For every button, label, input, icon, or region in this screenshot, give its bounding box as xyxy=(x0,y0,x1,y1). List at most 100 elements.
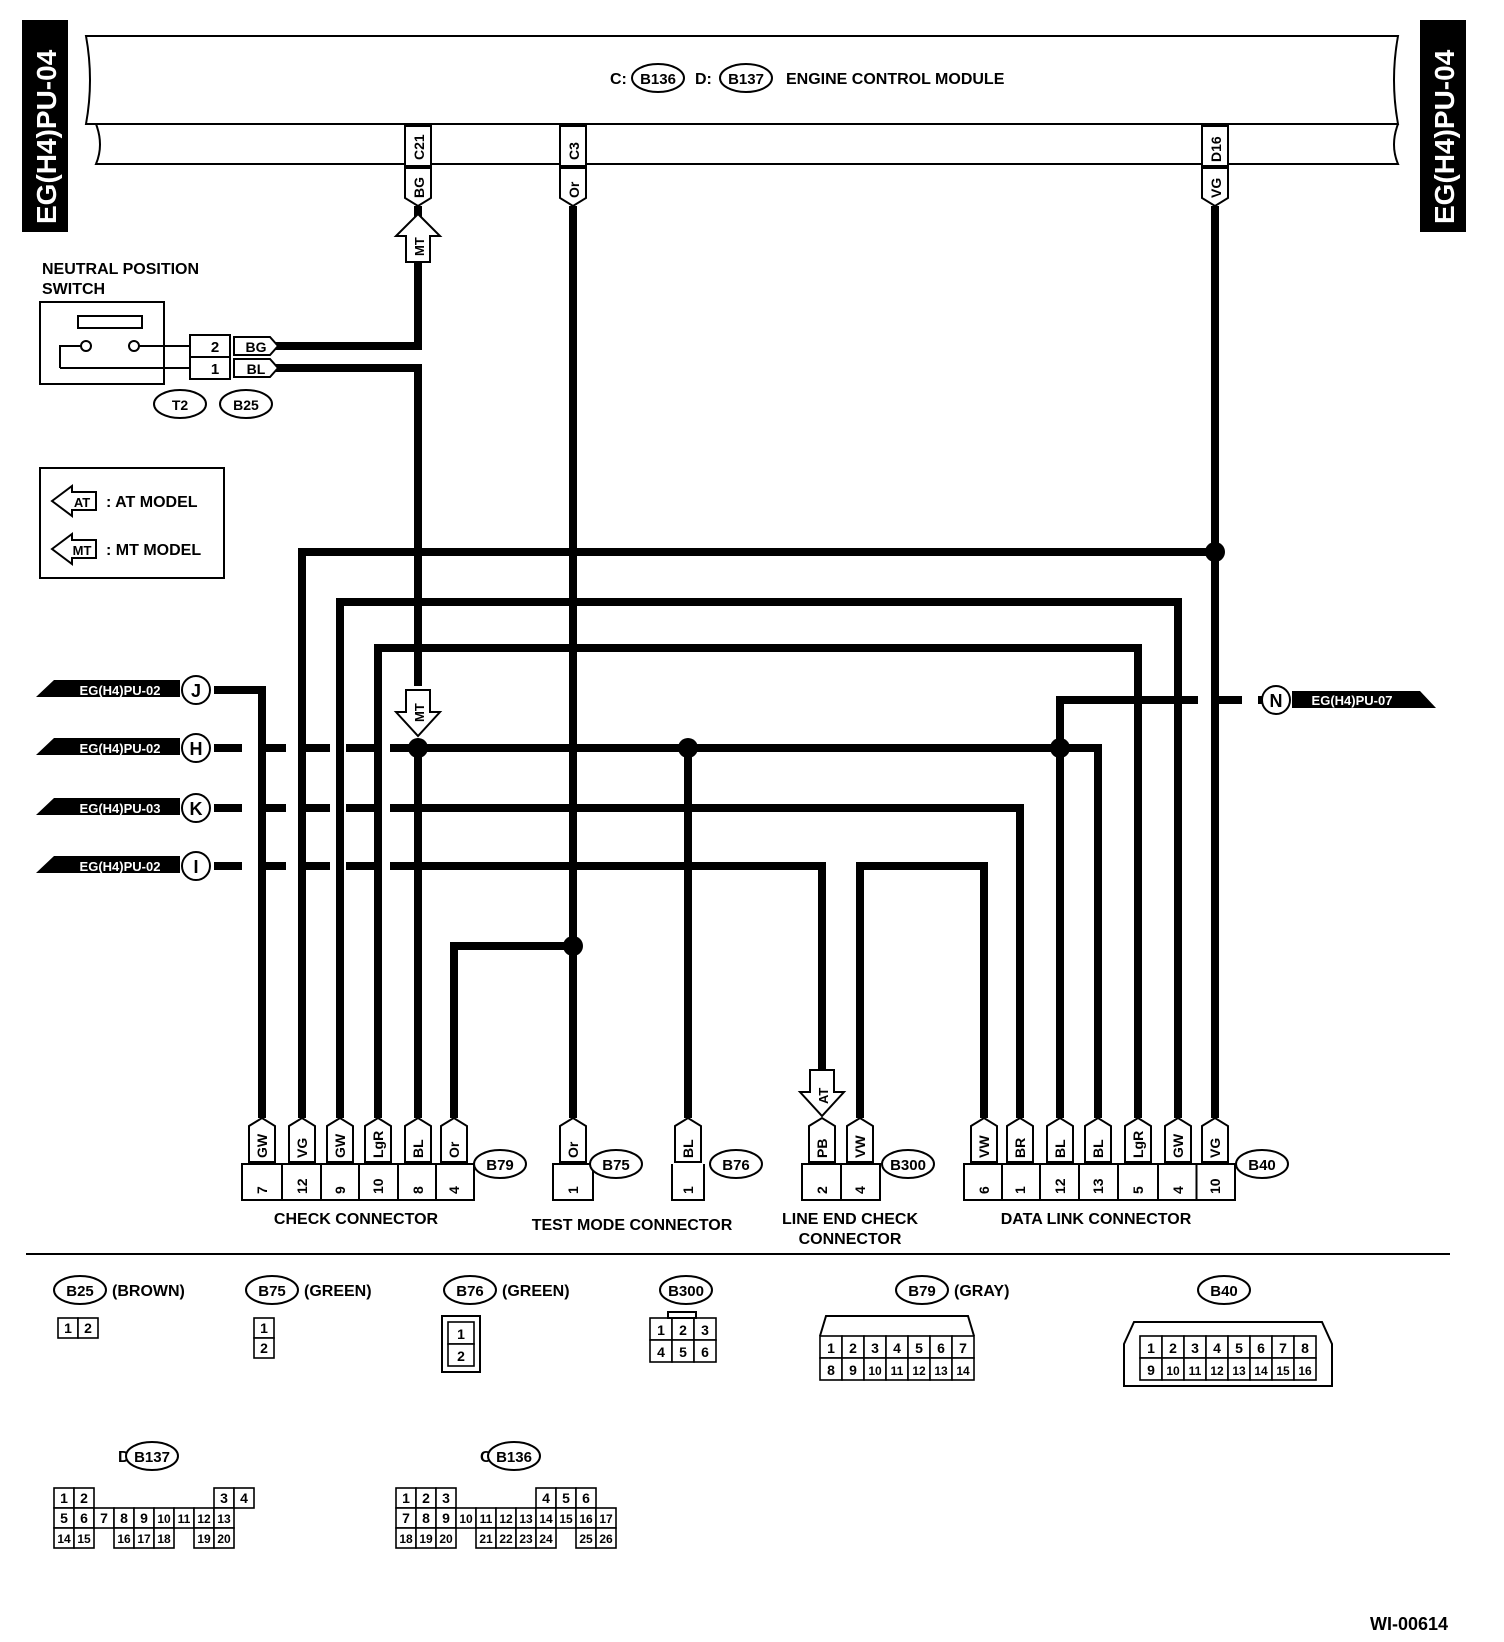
face-view-id-oval xyxy=(659,1275,713,1305)
connector-name: DATA LINK CONNECTOR xyxy=(1001,1211,1192,1228)
ecm-pin-c21: C21 BG xyxy=(404,125,432,208)
svg-text:2: 2 xyxy=(211,339,219,356)
face-cell-number: 19 xyxy=(197,1532,211,1546)
pin-color-label: GW xyxy=(1170,1133,1186,1158)
pin-number-label: 2 xyxy=(814,1186,830,1194)
connector-id: B300 xyxy=(890,1157,926,1174)
face-cell xyxy=(535,1527,557,1549)
face-cell-number: 1 xyxy=(657,1322,665,1338)
face-cell-number: 13 xyxy=(217,1512,231,1526)
face-cell-number: 14 xyxy=(539,1512,553,1526)
pin-color-tab xyxy=(248,1116,276,1163)
face-cell-number: 1 xyxy=(60,1490,68,1506)
connector-id-oval xyxy=(881,1149,935,1179)
face-cell-number: 2 xyxy=(849,1340,857,1356)
face-cell-number: 21 xyxy=(479,1532,493,1546)
pin-number-label: 4 xyxy=(446,1186,462,1194)
face-cell-number: 11 xyxy=(178,1512,191,1526)
face-cell xyxy=(693,1339,717,1363)
face-cell xyxy=(595,1527,617,1549)
mt-arrow-top: MT xyxy=(393,212,443,263)
figure-id: WI-00614 xyxy=(1370,1614,1448,1634)
face-cell-number: 23 xyxy=(519,1532,533,1546)
pin-color-label: BL xyxy=(1052,1139,1068,1158)
face-cell-number: 15 xyxy=(559,1512,573,1526)
pin-number-label: 6 xyxy=(976,1186,992,1194)
face-view-id: B137 xyxy=(134,1449,170,1466)
ecm-title: ENGINE CONTROL MODULE xyxy=(786,71,1005,88)
face-cell-number: 2 xyxy=(422,1490,430,1506)
nps-title-2: SWITCH xyxy=(42,281,105,298)
pin-color-label: PB xyxy=(814,1139,830,1158)
offpage-i: EG(H4)PU-02 I xyxy=(36,851,211,881)
face-cell-number: 4 xyxy=(240,1490,248,1506)
pin-number-label: 8 xyxy=(410,1186,426,1194)
face-cell-number: 2 xyxy=(457,1348,465,1364)
pin-number-label: 7 xyxy=(254,1186,270,1194)
face-view-id-oval xyxy=(1197,1275,1251,1305)
pin-color-tab xyxy=(970,1116,998,1163)
svg-text:Or: Or xyxy=(566,181,582,198)
face-housing xyxy=(1123,1321,1333,1387)
wires xyxy=(214,206,1262,1118)
connector-id-oval xyxy=(473,1149,527,1179)
face-cell-number: 4 xyxy=(893,1340,901,1356)
pin-color-tab xyxy=(846,1116,874,1163)
svg-text:D16: D16 xyxy=(1208,136,1224,162)
face-view-id: B79 xyxy=(908,1283,936,1300)
face-view-desc: (GREEN) xyxy=(304,1283,372,1300)
face-view-id: B136 xyxy=(496,1449,532,1466)
face-cell-number: 4 xyxy=(1213,1340,1221,1356)
face-cell-number: 4 xyxy=(657,1344,665,1360)
face-cell-number: 20 xyxy=(217,1532,231,1546)
pin-color-label: BL xyxy=(410,1139,426,1158)
face-cell-number: 9 xyxy=(442,1510,450,1526)
face-cell-number: 4 xyxy=(542,1490,550,1506)
face-view-b76: B76(GREEN)12 xyxy=(441,1275,570,1373)
pin-color-label: GW xyxy=(254,1133,270,1158)
face-cell-number: 10 xyxy=(868,1364,882,1378)
svg-text:AT: AT xyxy=(74,495,90,510)
ecm-d-prefix: D: xyxy=(695,71,712,88)
face-cell-number: 14 xyxy=(1254,1364,1268,1378)
face-cell-number: 1 xyxy=(260,1320,268,1336)
face-cell-number: 6 xyxy=(80,1510,88,1526)
face-cell-number: 7 xyxy=(959,1340,967,1356)
face-cell-number: 2 xyxy=(1169,1340,1177,1356)
pin-number-label: 4 xyxy=(852,1186,868,1194)
pin-number-label: 1 xyxy=(680,1186,696,1194)
face-view-desc: (GREEN) xyxy=(502,1283,570,1300)
face-view-b75: B75(GREEN)12 xyxy=(245,1275,372,1359)
pin-color-label: LgR xyxy=(370,1131,386,1158)
face-cell xyxy=(435,1527,457,1549)
face-view-id-oval xyxy=(245,1275,299,1305)
face-view-id-oval xyxy=(443,1275,497,1305)
face-cell-number: 3 xyxy=(1191,1340,1199,1356)
face-cell-number: 1 xyxy=(64,1320,72,1336)
face-view-id-oval xyxy=(895,1275,949,1305)
face-cell-number: 2 xyxy=(679,1322,687,1338)
face-cell-number: 17 xyxy=(137,1532,151,1546)
connector-name-line2: CONNECTOR xyxy=(799,1231,902,1248)
face-cell-number: 16 xyxy=(117,1532,131,1546)
face-cell-number: 12 xyxy=(499,1512,513,1526)
face-housing xyxy=(819,1315,975,1337)
face-cell-number: 11 xyxy=(891,1364,904,1378)
face-view-desc: (BROWN) xyxy=(112,1283,185,1300)
pin-color-tab xyxy=(1124,1116,1152,1163)
face-cell-number: 16 xyxy=(1298,1364,1312,1378)
pin-number-label: 10 xyxy=(370,1178,386,1194)
face-view-desc: (GRAY) xyxy=(954,1283,1009,1300)
face-cell xyxy=(77,1317,99,1339)
face-cell-number: 18 xyxy=(157,1532,171,1546)
face-cell-number: 24 xyxy=(539,1532,553,1546)
ecm-pin-c3: C3 Or xyxy=(559,125,587,208)
pin-color-tab xyxy=(288,1116,316,1163)
pin-color-tab xyxy=(1046,1116,1074,1163)
face-cell-number: 15 xyxy=(77,1532,91,1546)
face-cell-number: 6 xyxy=(937,1340,945,1356)
face-cell xyxy=(153,1527,175,1549)
face-cell-number: 5 xyxy=(915,1340,923,1356)
